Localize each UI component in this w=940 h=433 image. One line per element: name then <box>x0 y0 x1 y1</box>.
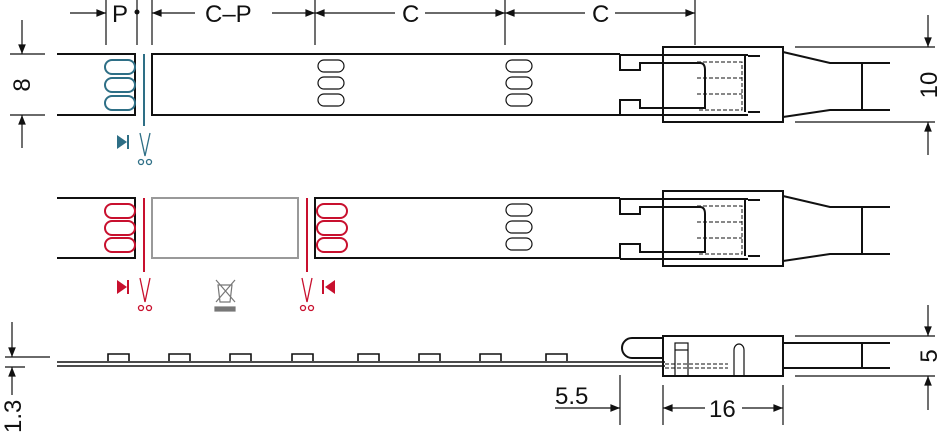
connector-height-label: 5 <box>916 349 940 362</box>
diode-icon <box>117 280 129 294</box>
scissors-icon <box>137 132 153 166</box>
strip-width-dimension: 8 <box>9 20 45 148</box>
connector-length-label: 16 <box>709 396 736 423</box>
pitch-label: P <box>112 1 128 28</box>
strip-thickness-dimension: 1.3 <box>0 322 50 433</box>
strip-side-view <box>57 335 890 377</box>
connector <box>619 190 891 267</box>
connector <box>619 46 891 123</box>
segment-2-label: C <box>592 1 609 28</box>
diode-icon <box>322 280 335 294</box>
strip-top-view-2 <box>57 190 891 312</box>
clip-offset-label: 5.5 <box>555 383 588 410</box>
scissors-icon <box>137 277 153 312</box>
segment-1-label: C <box>402 1 419 28</box>
strip-width-label: 8 <box>9 78 36 91</box>
connector-width-label: 10 <box>916 72 940 99</box>
cut-spacing-label: C–P <box>205 1 252 28</box>
pitch-dimension: P C–P C C <box>70 0 696 45</box>
crossed-bin-icon <box>214 279 236 312</box>
connector-height-dimension: 5 <box>795 305 940 410</box>
connector-width-dimension: 10 <box>795 15 940 155</box>
connector-length-dimension: 16 <box>662 385 784 425</box>
pitch-dot <box>134 9 140 15</box>
clip-offset-dimension: 5.5 <box>555 375 621 425</box>
diode-icon <box>117 135 129 149</box>
strip-top-view-1 <box>57 46 891 166</box>
scissors-icon <box>299 277 315 312</box>
connector <box>662 335 784 377</box>
strip-thickness-label: 1.3 <box>0 400 27 433</box>
